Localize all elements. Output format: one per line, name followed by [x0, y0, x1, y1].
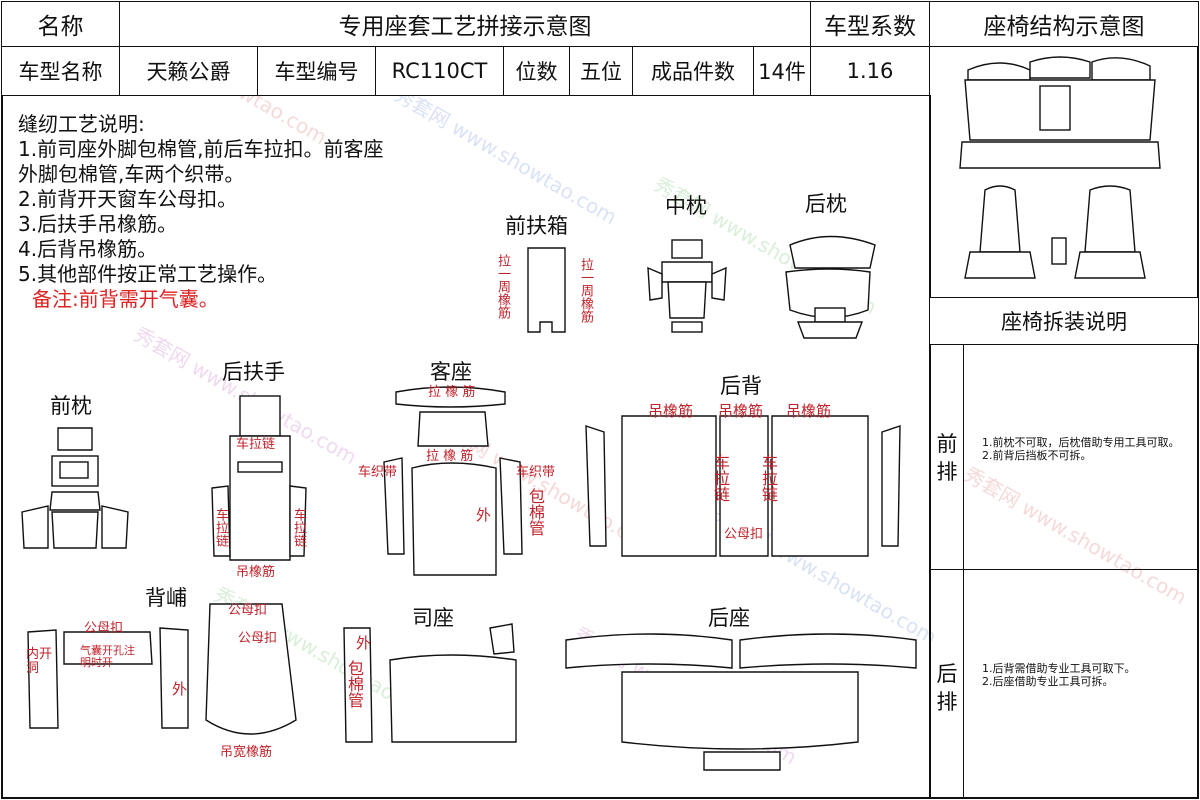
front-armrest-pieces: [527, 247, 566, 333]
part-label-passenger-seat: 客座: [430, 360, 472, 384]
structure-title: 座椅结构示意图: [929, 1, 1199, 47]
annotation-pull-elastic-loop: 拉一周橡筋: [495, 254, 510, 319]
model-name: 天籁公爵: [119, 46, 258, 96]
annotation-outer: 外: [356, 634, 372, 652]
pieces-label: 成品件数: [632, 46, 754, 96]
part-label-rear-back: 后背: [720, 374, 762, 398]
notes-line: 外脚包棉管,车两个织带。: [18, 162, 245, 186]
pieces-value: 14件: [753, 46, 811, 96]
annotation-hang-elastic: 吊橡筋: [718, 402, 764, 420]
coef-label: 车型系数: [810, 1, 930, 47]
front-seat-diagram-right: [1051, 185, 1146, 279]
coef-value: 1.16: [810, 46, 930, 96]
rear-seat-pieces: [565, 633, 917, 771]
annotation-sew-webbing: 车织带: [358, 465, 398, 480]
model-code-label: 车型编号: [257, 46, 376, 96]
notes-line: 1.前司座外脚包棉管,前后车拉扣。前客座: [18, 137, 384, 161]
annotation-inner-open: 内开洞: [26, 647, 53, 676]
model-name-label: 车型名称: [1, 46, 120, 96]
front-row-notes: 1.前枕不可取，后枕借助专用工具可取。 2.前背后挡板不可拆。: [982, 436, 1180, 462]
annotation-sew-zipper: 车拉链: [759, 454, 778, 502]
part-label-front-armrest: 前扶箱: [505, 214, 568, 238]
notes-line: 3.后扶手吊橡筋。: [18, 212, 178, 236]
rear-pillow-pieces: [785, 235, 876, 339]
sewing-notes: 缝纫工艺说明: 1.前司座外脚包棉管,前后车拉扣。前客座 外脚包棉管,车两个织带…: [18, 112, 383, 312]
annotation-hang-elastic: 吊橡筋: [648, 402, 694, 420]
passenger-seat-pieces: [383, 386, 523, 576]
annotation-wrap-cotton-tube: 包棉管: [526, 488, 545, 536]
mid-pillow-pieces: [647, 239, 727, 333]
annotation-sew-zipper: 车拉链: [711, 454, 730, 502]
front-pillow-pieces: [21, 427, 129, 549]
annotation-pull-elastic-loop: 拉一周橡筋: [578, 258, 593, 323]
part-label-back-cushion: 背峬: [145, 586, 187, 610]
rear-back-pieces: [585, 415, 901, 557]
front-seat-diagram-left: [964, 185, 1036, 279]
rear-row-label: 后排: [936, 662, 958, 714]
annotation-snap-button: 公母扣: [238, 631, 278, 646]
notes-line: 4.后背吊橡筋。: [18, 237, 158, 261]
notes-remark: 备注:前背需开气囊。: [32, 287, 219, 311]
part-label-rear-pillow: 后枕: [805, 192, 847, 216]
annotation-sew-zipper: 车拉链: [213, 508, 228, 547]
annotation-airbag-note: 气囊开孔注明时开: [80, 644, 135, 669]
annotation-sew-zipper: 车拉链: [236, 437, 276, 452]
part-label-rear-armrest: 后扶手: [222, 360, 285, 384]
notes-line: 2.前背开天窗车公母扣。: [18, 187, 238, 211]
annotation-snap-button: 公母扣: [228, 603, 268, 618]
annotation-pull-elastic: 拉 橡 筋: [426, 449, 474, 464]
notes-line: 5.其他部件按正常工艺操作。: [18, 262, 278, 286]
annotation-snap-button: 公母扣: [84, 621, 124, 636]
rear-row-divider: [929, 569, 964, 799]
front-row-label: 前排: [936, 432, 958, 484]
annotation-snap-button: 公母扣: [724, 527, 764, 542]
seats-label: 位数: [503, 46, 570, 96]
part-label-mid-pillow: 中枕: [665, 194, 707, 218]
annotation-outer: 外: [172, 680, 188, 698]
rear-row-notes: 1.后背需借助专业工具可取下。 2.后座借助专业工具可拆。: [982, 662, 1136, 688]
seats-value: 五位: [569, 46, 633, 96]
model-code: RC110CT: [375, 46, 504, 96]
annotation-sew-zipper: 车拉链: [291, 508, 306, 547]
rear-bench-diagram: [959, 56, 1161, 169]
annotation-wrap-cotton-tube: 包棉管: [345, 660, 364, 708]
notes-heading: 缝纫工艺说明:: [18, 112, 145, 136]
annotation-outer: 外: [476, 506, 492, 524]
part-label-front-pillow: 前枕: [50, 394, 92, 418]
main-area: [1, 95, 931, 799]
part-label-driver-seat: 司座: [412, 606, 454, 630]
driver-seat-pieces: [343, 623, 517, 743]
annotation-hang-elastic: 吊橡筋: [236, 565, 276, 580]
back-cushion-pieces: [27, 603, 297, 735]
annotation-pull-elastic: 拉 橡 筋: [428, 385, 476, 400]
annotation-hang-elastic: 吊橡筋: [786, 402, 832, 420]
annotation-sew-webbing: 车织带: [516, 465, 556, 480]
rear-armrest-pieces: [211, 395, 307, 561]
part-label-rear-seat: 后座: [708, 606, 750, 630]
annotation-hang-wide-elastic: 吊宽橡筋: [220, 745, 273, 760]
